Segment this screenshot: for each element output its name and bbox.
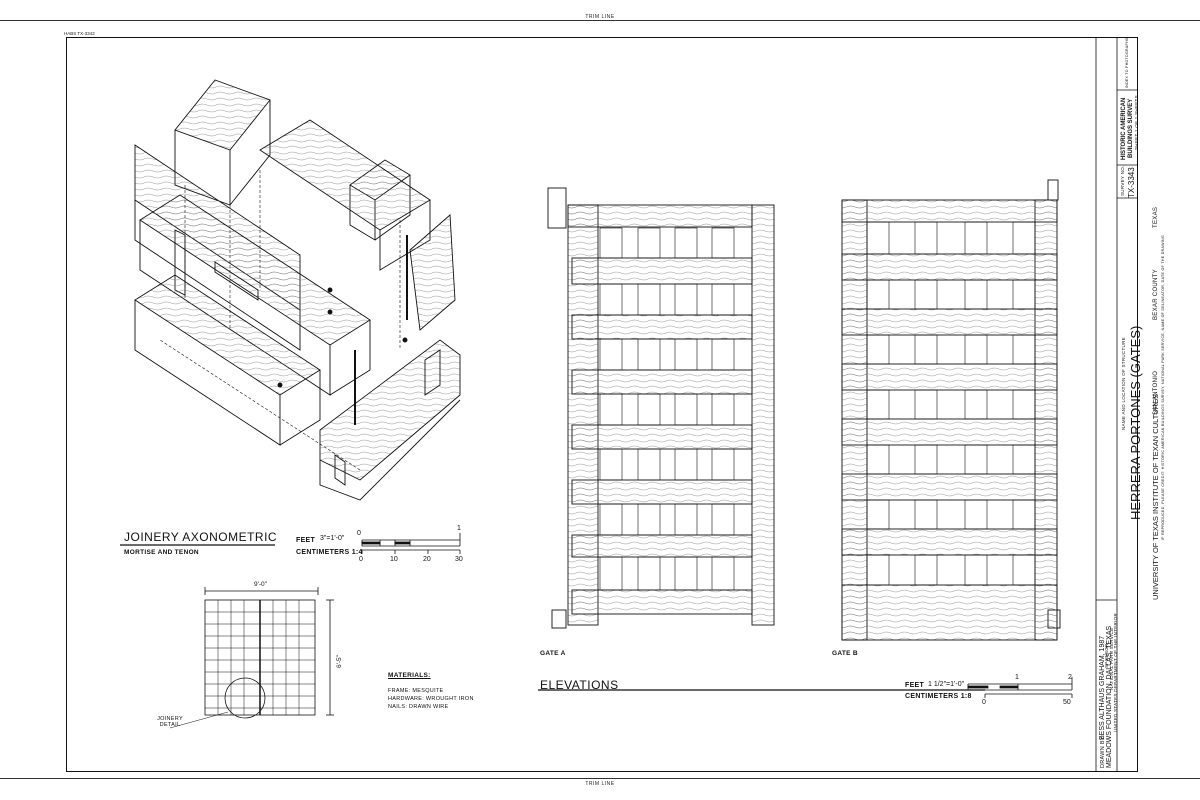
joinery-scale-cm-label: CENTIMETERS 1:4: [296, 549, 363, 556]
reproduction-credit: IF REPRODUCED, PLEASE CREDIT: HISTORIC A…: [1161, 234, 1165, 540]
joinery-title: JOINERY AXONOMETRIC: [124, 530, 278, 544]
joinery-scale-cm-tick-30: 30: [455, 556, 463, 563]
city: SAN ANTONIO: [1153, 370, 1159, 415]
trim-line-label-top: TRIM LINE: [585, 14, 615, 20]
habs-number: HABS TX-3343: [64, 31, 95, 36]
sheet-border: [66, 37, 1138, 772]
gate-b-label: GATE B: [832, 650, 858, 657]
trim-line-top: [0, 20, 1200, 21]
elevations-scale-cm-tick-50: 50: [1063, 699, 1071, 706]
joinery-scale-feet-value: 3"=1'-0": [320, 535, 345, 542]
joinery-scale-feet-tick-0: 0: [357, 530, 361, 537]
elevations-scale-feet-label: FEET: [905, 682, 925, 689]
joinery-axonometric: [134, 79, 461, 501]
joinery-scale-cm-tick-20: 20: [423, 556, 431, 563]
materials-nails: NAILS: DRAWN WIRE: [388, 704, 449, 710]
joinery-scale-feet-label: FEET: [296, 537, 316, 544]
elevations-scale-cm-tick-0: 0: [982, 699, 986, 706]
materials-title: MATERIALS:: [388, 672, 431, 679]
trim-line-bottom: [0, 778, 1200, 779]
survey-no-label: SURVEY NO.: [1120, 165, 1125, 196]
elevations-scale-feet-value: 1 1/2"=1'-0": [928, 681, 965, 688]
gate-b-elevation: [841, 179, 1061, 641]
county: BEXAR COUNTY: [1153, 269, 1159, 320]
sheet-count: SHEET 1 OF 1 SHEETS: [1134, 95, 1139, 150]
gate-plan: [169, 587, 334, 729]
joinery-scale-bars: [361, 533, 461, 554]
joinery-scale-feet-tick-1: 1: [457, 525, 461, 532]
structure-name: HERRERA PORTONES (GATES): [1128, 325, 1143, 520]
plan-height-dimension: 6'-5": [336, 655, 343, 668]
elevations-scale-cm-label: CENTIMETERS 1:8: [905, 693, 972, 700]
elevations-scale-feet-tick-2: 2: [1068, 674, 1072, 681]
materials-frame: FRAME: MESQUITE: [388, 688, 444, 694]
joinery-detail-callout: JOINERY DETAIL: [157, 716, 183, 728]
agency-doi: UNITED STATES DEPARTMENT OF THE INTERIOR: [1113, 612, 1118, 732]
elevations-scale-feet-tick-1: 1: [1015, 674, 1019, 681]
joinery-scale-cm-tick-0: 0: [359, 556, 363, 563]
trim-line-label-bottom: TRIM LINE: [585, 781, 615, 787]
survey-no: TX-3343: [1127, 167, 1136, 198]
state: TEXAS: [1153, 206, 1159, 228]
gate-a-label: GATE A: [540, 650, 566, 657]
joinery-scale-cm-tick-10: 10: [390, 556, 398, 563]
program-line-1: HISTORIC AMERICAN: [1121, 97, 1127, 160]
materials-hardware: HARDWARE: WROUGHT IRON: [388, 696, 474, 702]
title-block-frame: [1095, 37, 1138, 772]
elevations-title: ELEVATIONS: [540, 678, 619, 692]
gate-a-elevation: [547, 187, 775, 629]
plan-width-dimension: 9'-0": [254, 581, 267, 588]
joinery-subtitle: MORTISE AND TENON: [124, 549, 199, 556]
elevations-scale-bars: [967, 677, 1073, 698]
structure-label: NAME AND LOCATION OF STRUCTURE: [1121, 337, 1126, 430]
index-label: INDEX TO PHOTOGRAPHS: [1125, 37, 1129, 88]
university: UNIVERSITY OF TEXAS INSTITUTE OF TEXAN C…: [1151, 393, 1160, 600]
